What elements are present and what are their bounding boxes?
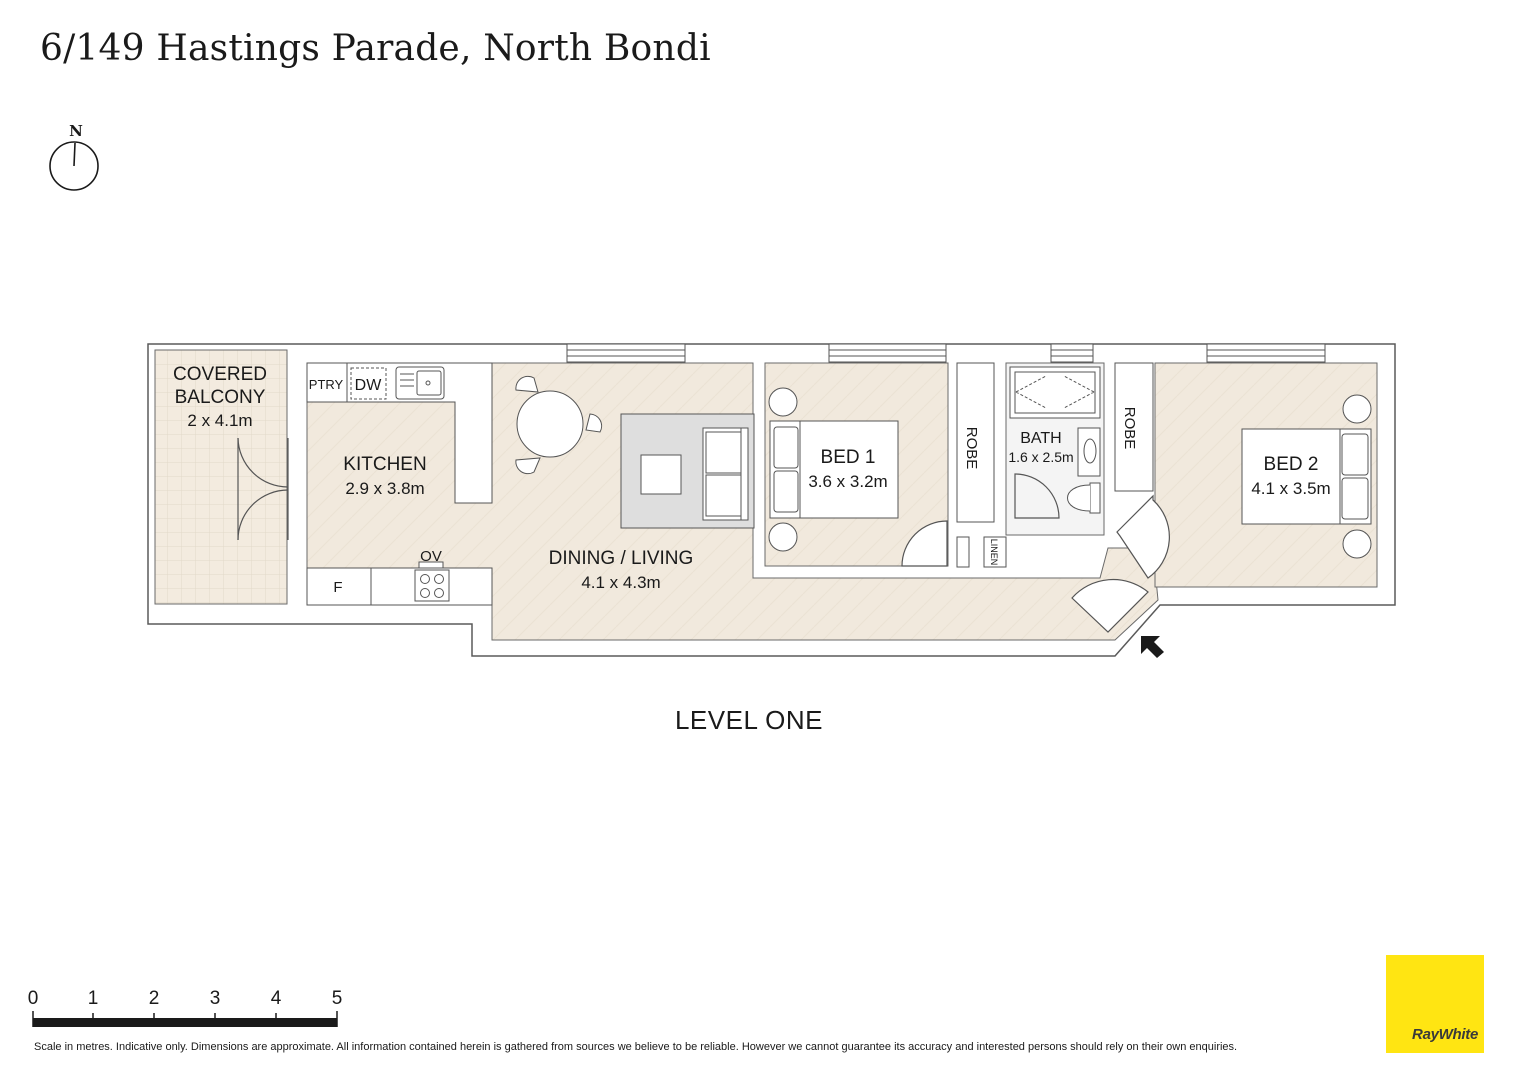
bed1-label: BED 1 — [821, 447, 876, 468]
entry-door-icon — [1071, 578, 1149, 633]
raywhite-logo-text: RayWhite — [1412, 1026, 1478, 1043]
fridge-label: F — [333, 579, 342, 596]
robe1-label: ROBE — [963, 427, 980, 470]
balcony-floor — [154, 349, 288, 605]
sofa-icon — [702, 427, 749, 521]
bed1-bed-icon — [768, 387, 899, 552]
bed1-door-icon — [901, 520, 948, 567]
entry-arrow-icon — [1141, 636, 1164, 658]
windows — [566, 343, 1326, 363]
scale-tick-1: 1 — [88, 988, 99, 1009]
kitchen-benches — [306, 362, 493, 606]
compass-north-label: N — [69, 122, 83, 140]
balcony-label-line2: BALCONY — [175, 387, 266, 408]
raywhite-logo: RayWhite — [1386, 955, 1484, 1053]
scale-tick-5: 5 — [332, 988, 343, 1009]
bed2-bed-icon — [1241, 394, 1372, 559]
pantry-label: PTRY — [309, 377, 344, 392]
dishwasher-label: DW — [355, 377, 383, 394]
scale-tick-3: 3 — [210, 988, 221, 1009]
balcony-label-line1: COVERED — [173, 364, 267, 385]
dining-dims: 4.1 x 4.3m — [581, 573, 660, 592]
dining-table-icon — [515, 375, 603, 475]
level-label: LEVEL ONE — [674, 705, 824, 735]
oven-label: OV — [420, 548, 442, 565]
kitchen-dims: 2.9 x 3.8m — [345, 479, 424, 498]
floor-plan: PTRY DW OV F ROBE LINEN — [147, 343, 1396, 658]
bed1-dims: 3.6 x 3.2m — [808, 472, 887, 491]
robe2-cupboard — [1114, 362, 1154, 492]
shower-icon — [1009, 366, 1101, 419]
north-compass-icon: N — [49, 122, 99, 191]
linen-label: LINEN — [989, 539, 999, 566]
scale-tick-0: 0 — [28, 988, 39, 1009]
kitchen-label: KITCHEN — [343, 454, 426, 475]
balcony-door-icon — [237, 437, 289, 541]
bath-label: BATH — [1020, 430, 1061, 447]
bath-door-icon — [1014, 473, 1060, 519]
robe2-label: ROBE — [1121, 407, 1138, 450]
toilet-icon — [1067, 482, 1101, 514]
robe1-cupboard — [956, 362, 1007, 568]
disclaimer-text: Scale in metres. Indicative only. Dimens… — [34, 1041, 1238, 1053]
vanity-icon — [1077, 427, 1101, 477]
balcony-dims: 2 x 4.1m — [187, 411, 252, 430]
page-title: 6/149 Hastings Parade, North Bondi — [40, 28, 711, 69]
scale-tick-4: 4 — [271, 988, 282, 1009]
bed2-dims: 4.1 x 3.5m — [1251, 479, 1330, 498]
dining-label: DINING / LIVING — [549, 548, 694, 569]
bed2-label: BED 2 — [1264, 454, 1319, 475]
bed2-door-icon — [1116, 494, 1170, 579]
scale-tick-2: 2 — [149, 988, 160, 1009]
scale-bar: 0 1 2 3 4 5 — [28, 988, 343, 1027]
bath-dims: 1.6 x 2.5m — [1008, 449, 1073, 465]
